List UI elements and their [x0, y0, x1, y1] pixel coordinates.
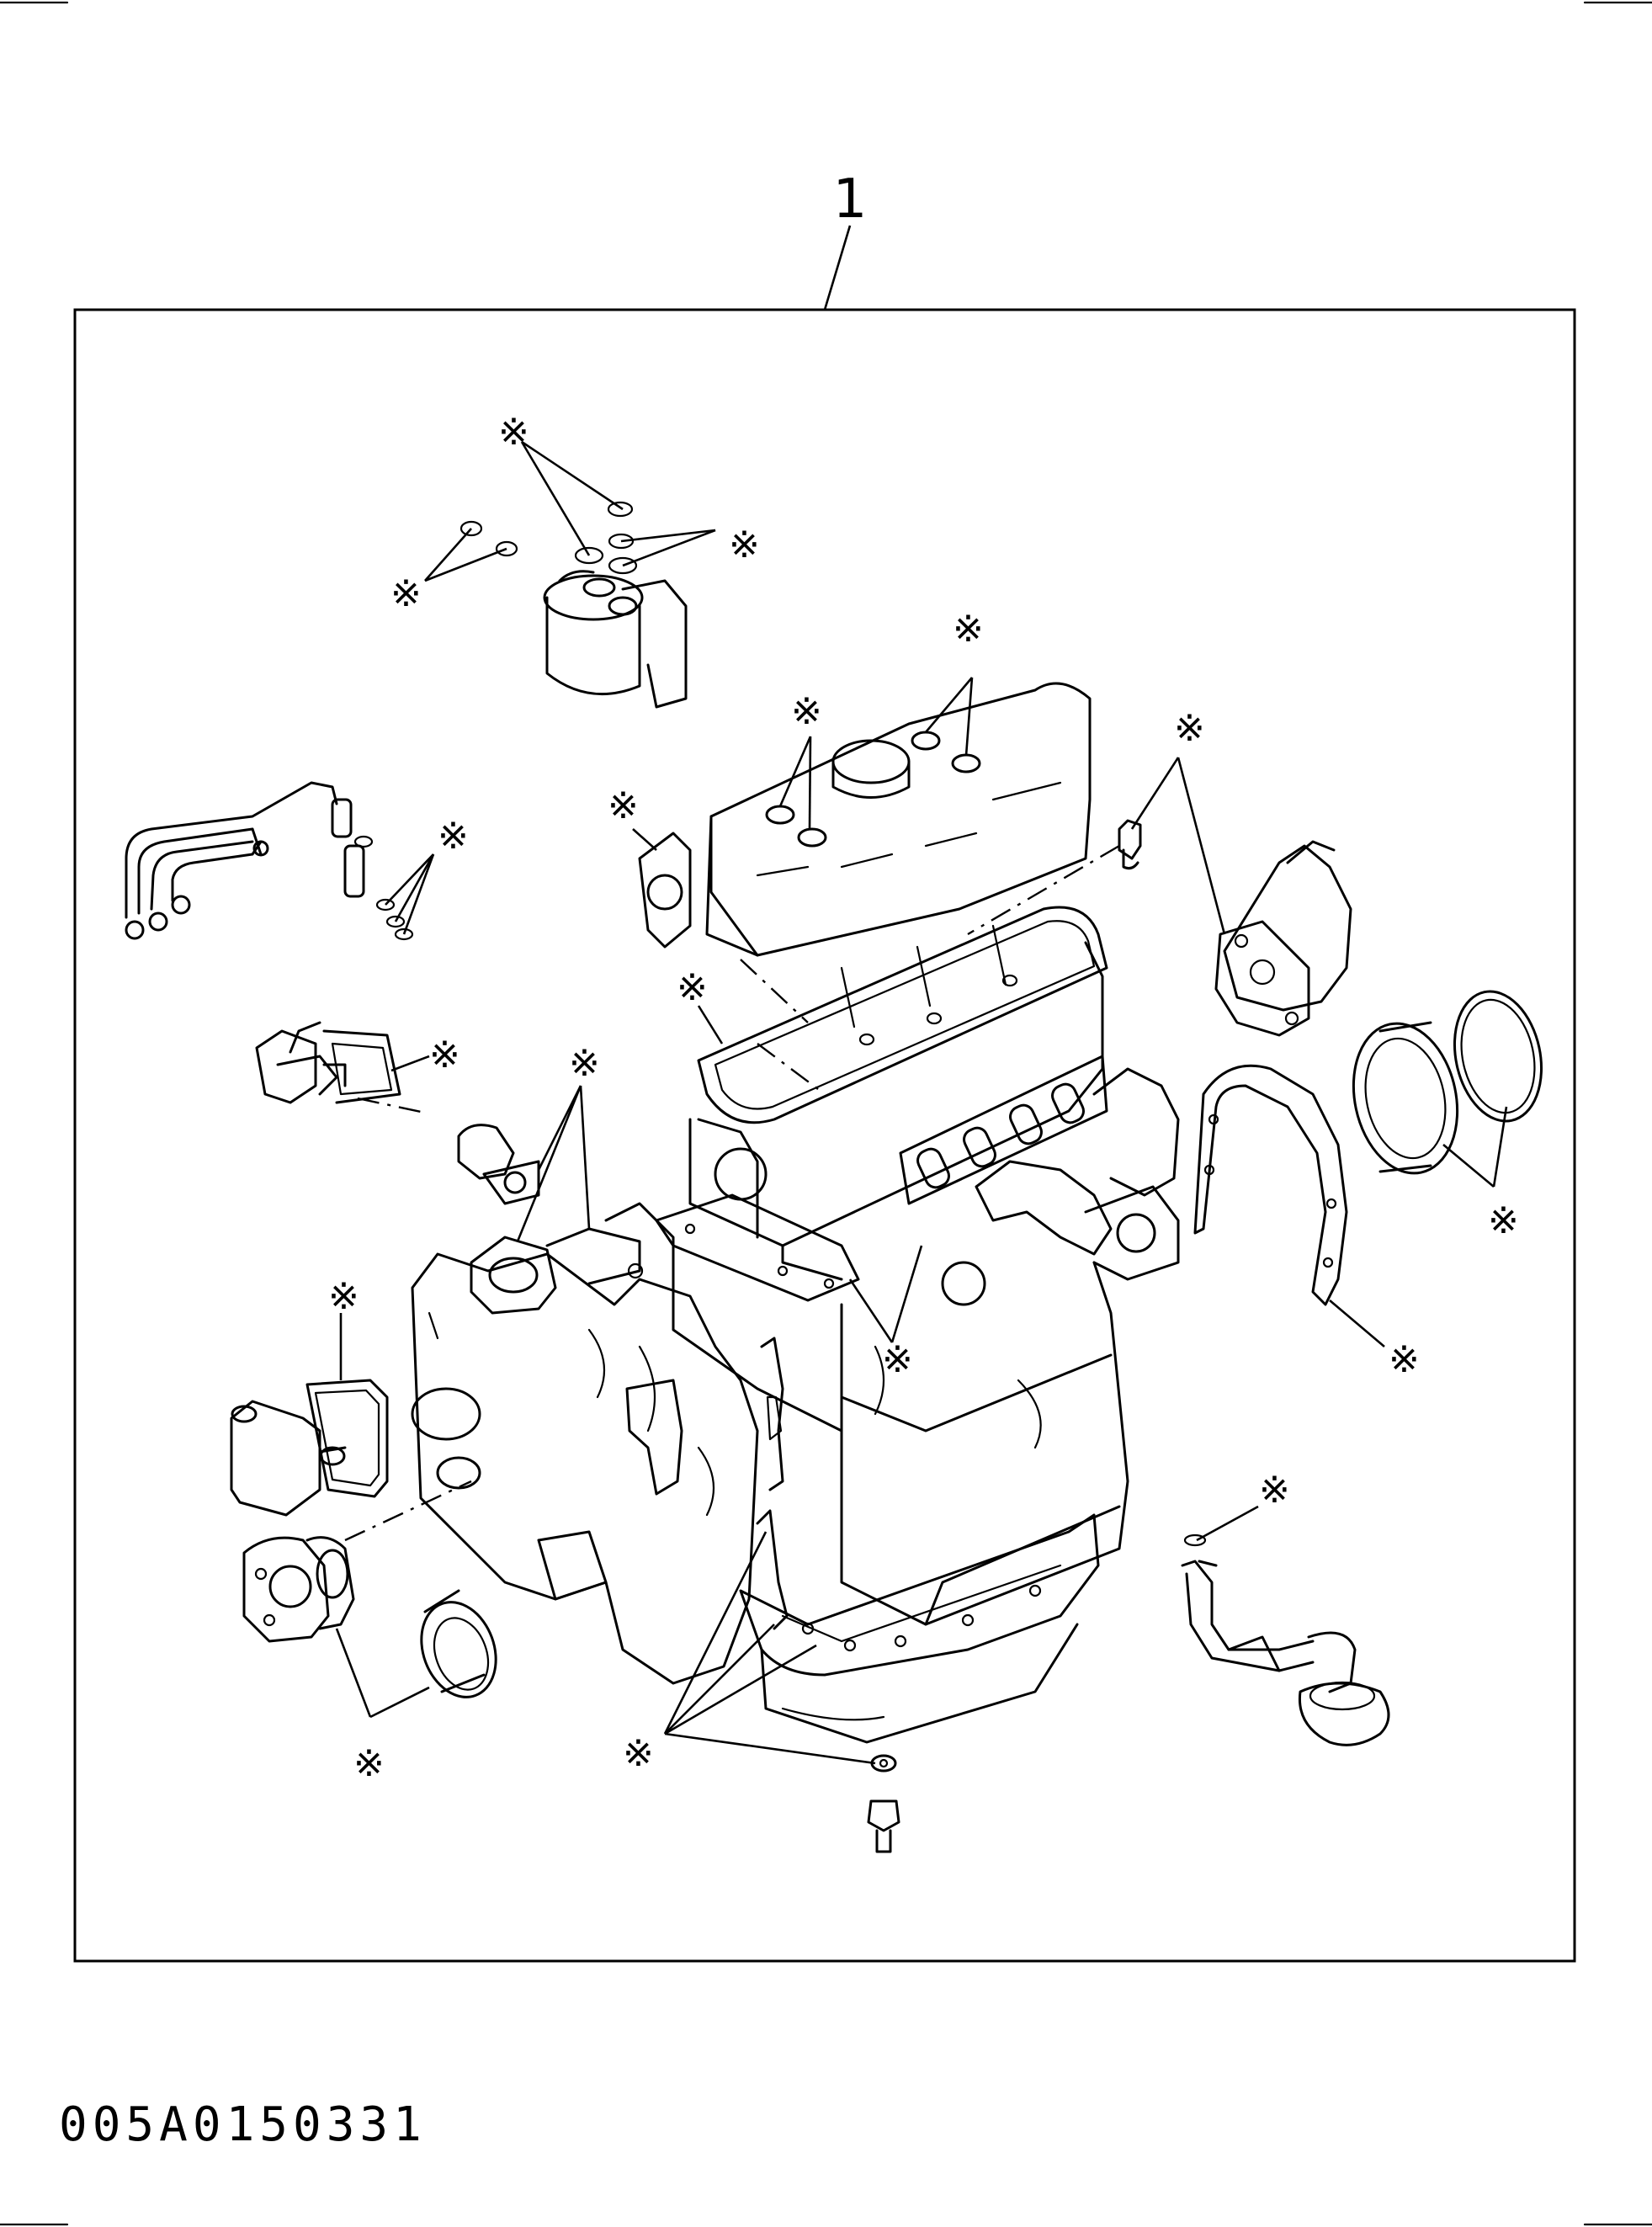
callout-number-1: 1	[833, 168, 868, 231]
kit-mark: ※	[1389, 1338, 1420, 1381]
engine-block	[604, 941, 1180, 1744]
kit-frame	[73, 308, 1576, 1963]
kit-mark: ※	[791, 690, 822, 733]
rocker-cover-gasket	[697, 906, 1108, 1124]
kit-mark: ※	[1174, 707, 1205, 750]
timing-cover-gasket	[625, 1337, 789, 1630]
kit-mark: ※	[438, 815, 469, 858]
flange-gasket	[632, 828, 692, 949]
rocker-cover	[705, 682, 1092, 957]
kit-mark: ※	[390, 572, 422, 615]
oil-pan-leaders	[663, 1531, 876, 1765]
kit-mark: ※	[498, 411, 529, 454]
thermostat-leader	[390, 1055, 430, 1072]
kit-marks: ※ ※ ※ ※ ※ ※ ※ ※ ※ ※ ※ ※ ※ ※ ※ ※ ※ ※	[328, 411, 1519, 1785]
rocker-gasket-leader	[697, 1005, 724, 1044]
oil-seal-leaders	[1442, 1106, 1508, 1188]
thermostat-housing	[255, 1021, 401, 1104]
kit-mark: ※	[353, 1742, 385, 1785]
kit-mark: ※	[882, 1338, 913, 1381]
fuel-filter-leaders	[424, 440, 716, 582]
oil-strainer	[1181, 1533, 1390, 1746]
kit-mark: ※	[677, 966, 708, 1009]
fuel-filter	[459, 501, 688, 709]
kit-mark: ※	[328, 1275, 359, 1318]
rocker-cover-leaders	[778, 677, 974, 830]
kit-mark: ※	[1259, 1469, 1290, 1512]
strainer-leader	[1196, 1505, 1259, 1542]
kit-mark: ※	[608, 784, 639, 827]
kit-mark: ※	[729, 524, 760, 566]
drain-plug	[867, 1754, 900, 1853]
kit-mark: ※	[569, 1042, 600, 1085]
vacuum-pump	[1214, 840, 1352, 1037]
kit-mark: ※	[1488, 1199, 1519, 1242]
injection-pipes	[125, 781, 414, 941]
head-gasket-leaders	[848, 1245, 923, 1343]
cover-bolt	[1118, 819, 1142, 870]
injection-pipe-leaders	[385, 853, 435, 935]
vacuum-pump-leaders	[1130, 757, 1226, 935]
water-pump-leaders	[335, 1628, 430, 1719]
reference-code: 005A0150331	[59, 2097, 427, 2152]
rear-gasket-leader	[1329, 1300, 1385, 1347]
rear-plate-gasket	[1193, 1064, 1348, 1306]
assembly-centerlines	[344, 844, 1120, 1542]
kit-mark: ※	[429, 1034, 460, 1076]
elbow-leaders	[516, 1085, 591, 1242]
water-pump-cover	[230, 1379, 389, 1517]
timing-gear-case	[411, 1236, 759, 1685]
kit-mark: ※	[623, 1732, 654, 1775]
callout-leader	[823, 225, 852, 311]
rear-oil-seals	[1352, 990, 1543, 1175]
water-pump-gaskets	[242, 1536, 497, 1698]
kit-mark: ※	[953, 608, 984, 651]
outlet-elbow-gasket	[457, 1124, 644, 1285]
